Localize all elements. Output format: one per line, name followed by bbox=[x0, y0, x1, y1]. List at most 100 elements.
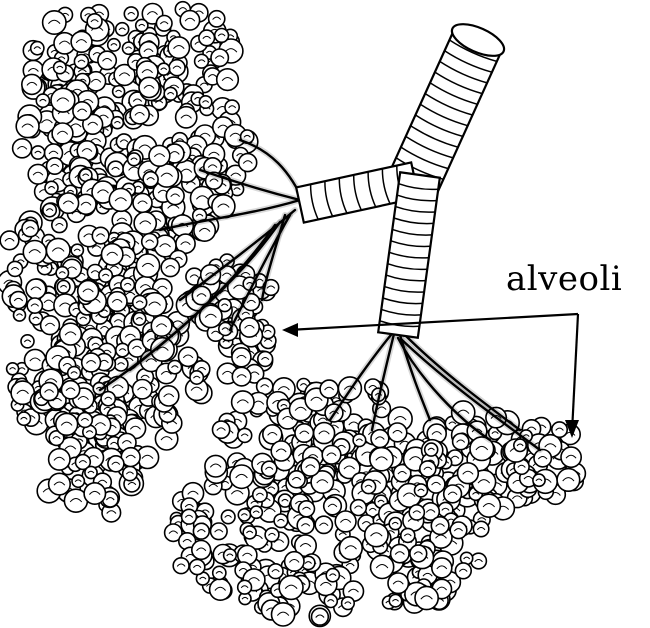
alveolus bbox=[143, 172, 158, 187]
alveolus bbox=[473, 521, 488, 536]
alveolus bbox=[450, 522, 467, 539]
alveolus bbox=[123, 42, 135, 54]
alveolus bbox=[213, 566, 226, 579]
alveolus bbox=[230, 465, 253, 488]
alveolus bbox=[116, 343, 129, 356]
alveolus bbox=[320, 380, 338, 398]
alveolus bbox=[232, 391, 254, 413]
alveolus bbox=[215, 29, 229, 43]
alveolus bbox=[52, 123, 73, 144]
alveolus bbox=[62, 381, 80, 399]
alveolus bbox=[199, 96, 211, 108]
alveolus bbox=[168, 37, 189, 58]
alveolus bbox=[391, 544, 409, 562]
alveolus bbox=[13, 139, 32, 158]
alveolus bbox=[238, 428, 252, 442]
alveolus bbox=[388, 423, 407, 442]
alveolus bbox=[161, 258, 179, 276]
alveolus bbox=[31, 146, 44, 159]
alveolus bbox=[36, 94, 49, 107]
alveolus bbox=[164, 87, 177, 100]
alveolus bbox=[159, 386, 179, 406]
alveolus bbox=[365, 523, 388, 546]
alveolus bbox=[211, 523, 228, 540]
alveolus bbox=[315, 516, 332, 533]
alveolus bbox=[453, 434, 469, 450]
alveolus bbox=[78, 281, 99, 302]
alveolus bbox=[353, 434, 366, 447]
alveolus bbox=[471, 553, 487, 569]
alveolus bbox=[324, 595, 337, 608]
alveolus bbox=[258, 352, 273, 367]
alveolus bbox=[173, 558, 189, 574]
alveolus bbox=[224, 549, 237, 562]
alveolus bbox=[362, 480, 376, 494]
alveolus bbox=[123, 466, 137, 480]
alveolus bbox=[455, 563, 471, 579]
alveolus bbox=[8, 261, 23, 276]
alveolus bbox=[136, 254, 159, 277]
alveolus bbox=[128, 153, 141, 166]
alveolus bbox=[301, 457, 320, 476]
alveolus bbox=[297, 517, 314, 534]
alveolus bbox=[314, 423, 335, 444]
alveolus bbox=[432, 558, 452, 578]
alveolus bbox=[288, 471, 305, 488]
alveolus bbox=[534, 450, 551, 467]
alveolus bbox=[324, 497, 342, 515]
alveolus bbox=[388, 573, 408, 593]
alveolus bbox=[322, 446, 341, 465]
alveolus bbox=[27, 298, 42, 313]
alveolus bbox=[149, 145, 170, 166]
alveolus bbox=[295, 424, 313, 442]
alveoli-clusters bbox=[0, 2, 585, 627]
alveolus bbox=[98, 51, 116, 69]
alveolus bbox=[17, 412, 30, 425]
alveolus bbox=[389, 595, 401, 607]
alveolus bbox=[351, 500, 367, 516]
alveolus bbox=[458, 463, 479, 484]
alveolus bbox=[389, 518, 401, 530]
alveolus bbox=[74, 55, 88, 69]
alveolus bbox=[166, 187, 184, 205]
alveolus bbox=[71, 244, 83, 256]
alveolus bbox=[40, 383, 58, 401]
alveolus bbox=[78, 413, 93, 428]
alveolus bbox=[158, 63, 170, 75]
alveolus bbox=[271, 441, 291, 461]
alveolus bbox=[21, 335, 34, 348]
alveolus bbox=[190, 559, 205, 574]
alveolus bbox=[262, 461, 277, 476]
alveolus bbox=[415, 586, 438, 609]
alveolus bbox=[155, 164, 178, 187]
alveolus bbox=[401, 528, 415, 542]
alveolus bbox=[60, 323, 82, 345]
alveolus bbox=[217, 69, 239, 91]
bronchus-tube bbox=[296, 18, 508, 338]
alveolus bbox=[82, 353, 101, 372]
alveolus bbox=[23, 241, 46, 264]
alveolus bbox=[190, 371, 203, 384]
alveolus bbox=[56, 267, 68, 279]
alveolus bbox=[51, 88, 75, 112]
alveolus bbox=[238, 580, 252, 594]
alveolus bbox=[210, 579, 231, 600]
alveolus bbox=[239, 154, 257, 172]
alveolus bbox=[285, 552, 304, 571]
alveolus bbox=[339, 537, 362, 560]
alveolus bbox=[192, 541, 211, 560]
alveolus bbox=[28, 164, 48, 184]
alveolus bbox=[45, 181, 58, 194]
alveolus bbox=[130, 105, 149, 124]
alveolus bbox=[243, 526, 256, 539]
alveolus bbox=[133, 313, 146, 326]
alveolus bbox=[124, 7, 138, 21]
alveolus bbox=[415, 484, 428, 497]
alveolus bbox=[41, 316, 60, 335]
alveolus bbox=[151, 316, 172, 337]
alveolus bbox=[221, 510, 235, 524]
alveolus bbox=[116, 23, 129, 36]
alveolus bbox=[477, 494, 500, 517]
alveolus bbox=[268, 564, 283, 579]
